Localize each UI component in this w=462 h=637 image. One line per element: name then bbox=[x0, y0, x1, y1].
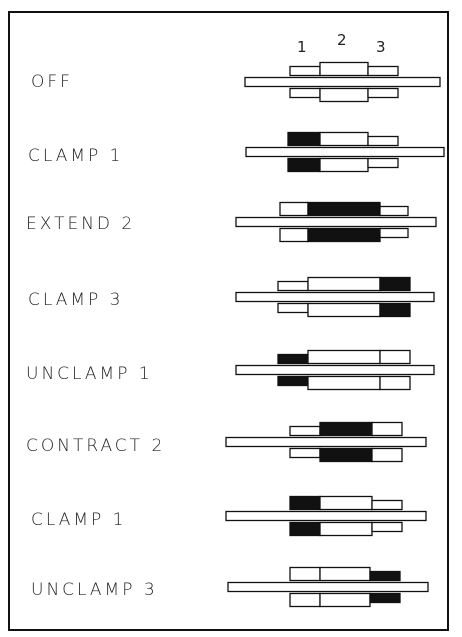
clamped-segment-top bbox=[277, 353, 309, 365]
segment-top bbox=[367, 65, 399, 77]
segment-bot bbox=[367, 87, 399, 99]
clamped-segment-top bbox=[369, 570, 401, 582]
clamped-segment-top bbox=[289, 495, 321, 511]
segment-top bbox=[371, 499, 403, 511]
step-label-clamp-3: CLAMP 3 bbox=[28, 290, 124, 310]
clamped-segment-bot bbox=[289, 521, 321, 537]
segment-bot bbox=[307, 302, 381, 318]
clamped-segment-bot bbox=[277, 375, 309, 387]
step-label-extend-2: EXTEND 2 bbox=[26, 214, 136, 234]
segment-bot bbox=[371, 521, 403, 533]
segment-top bbox=[379, 205, 409, 217]
shaft bbox=[225, 436, 427, 448]
step-label-unclamp-1: UNCLAMP 1 bbox=[26, 364, 153, 384]
segment-bot bbox=[379, 375, 411, 391]
segment-bot bbox=[279, 227, 309, 243]
segment-bot bbox=[319, 592, 371, 608]
segment-top bbox=[307, 276, 381, 292]
segment-bot bbox=[319, 87, 369, 103]
shaft bbox=[244, 76, 441, 88]
step-label-contract-2: CONTRACT 2 bbox=[26, 436, 166, 456]
segment-number-3: 3 bbox=[376, 38, 386, 56]
segment-top bbox=[279, 201, 309, 217]
segment-bot bbox=[289, 592, 321, 608]
segment-top bbox=[367, 135, 399, 147]
clamped-segment-bot bbox=[369, 592, 401, 604]
step-label-clamp-1b: CLAMP 1 bbox=[31, 510, 127, 530]
clamped-segment-bot bbox=[307, 227, 381, 243]
shaft bbox=[235, 291, 435, 303]
segment-top bbox=[371, 421, 403, 437]
step-label-off: OFF bbox=[31, 72, 73, 92]
segment-top bbox=[289, 425, 321, 437]
segment-top bbox=[319, 61, 369, 77]
segment-bot bbox=[277, 302, 309, 314]
shaft bbox=[227, 581, 429, 593]
segment-top bbox=[379, 349, 411, 365]
segment-bot bbox=[371, 447, 403, 463]
segment-top bbox=[319, 495, 373, 511]
segment-bot bbox=[379, 227, 409, 239]
segment-bot bbox=[289, 87, 321, 99]
shaft bbox=[235, 216, 437, 228]
clamped-segment-top bbox=[307, 201, 381, 217]
shaft bbox=[225, 510, 427, 522]
segment-top bbox=[319, 131, 369, 147]
segment-top bbox=[289, 566, 321, 582]
segment-bot bbox=[319, 157, 369, 173]
segment-bot bbox=[307, 375, 381, 391]
segment-bot bbox=[319, 521, 373, 537]
segment-number-2: 2 bbox=[337, 31, 347, 49]
shaft bbox=[235, 364, 435, 376]
clamped-segment-top bbox=[379, 276, 411, 292]
segment-top bbox=[319, 566, 371, 582]
clamped-segment-bot bbox=[287, 157, 321, 173]
clamped-segment-bot bbox=[319, 447, 373, 463]
shaft bbox=[245, 146, 445, 158]
segment-number-1: 1 bbox=[297, 38, 307, 56]
step-label-unclamp-3: UNCLAMP 3 bbox=[31, 580, 158, 600]
segment-bot bbox=[367, 157, 399, 169]
segment-top bbox=[277, 280, 309, 292]
clamped-segment-bot bbox=[379, 302, 411, 318]
segment-top bbox=[307, 349, 381, 365]
clamped-segment-top bbox=[319, 421, 373, 437]
figure-border bbox=[8, 11, 449, 631]
clamped-segment-top bbox=[287, 131, 321, 147]
segment-top bbox=[289, 65, 321, 77]
segment-bot bbox=[289, 447, 321, 459]
step-label-clamp-1: CLAMP 1 bbox=[28, 146, 124, 166]
